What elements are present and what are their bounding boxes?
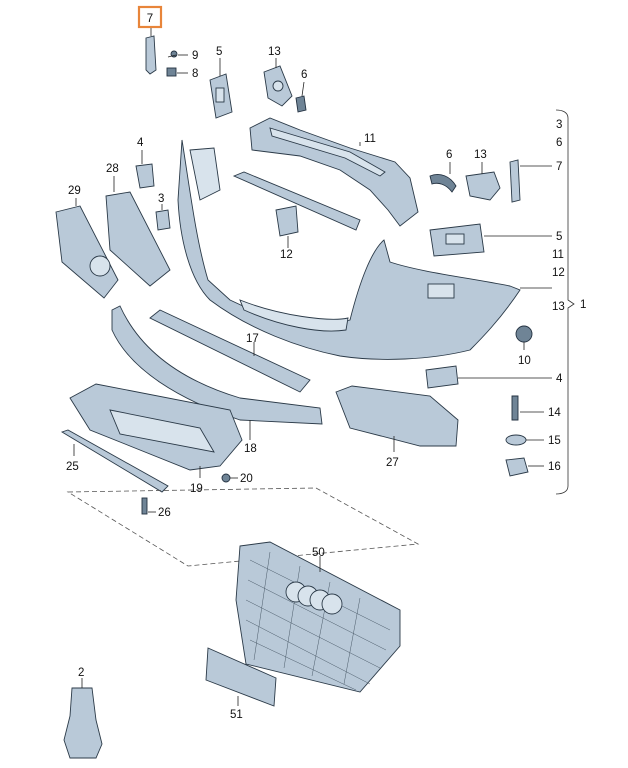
callout-1[interactable]: 1 — [580, 299, 586, 311]
part-7-bracket[interactable] — [145, 28, 157, 75]
highlight-box — [137, 5, 163, 29]
bracket-item-0[interactable]: 3 — [556, 119, 562, 131]
part-5-bracket-right[interactable] — [429, 223, 552, 257]
part-20-screw[interactable] — [221, 473, 238, 483]
part-51-plate[interactable] — [205, 647, 277, 707]
callout-18[interactable]: 18 — [244, 443, 257, 455]
part-50-grille[interactable] — [235, 541, 401, 693]
callout-5-top[interactable]: 5 — [216, 46, 222, 58]
part-6-spring-top[interactable] — [295, 81, 307, 113]
callout-25[interactable]: 25 — [66, 461, 79, 473]
bumper-cover[interactable] — [177, 139, 552, 360]
callout-13-top[interactable]: 13 — [268, 46, 281, 58]
part-3-cap-left[interactable] — [155, 204, 171, 231]
callout-6-top[interactable]: 6 — [301, 69, 307, 81]
callout-9[interactable]: 9 — [192, 50, 198, 62]
part-12-beam[interactable] — [232, 171, 361, 248]
callout-8[interactable]: 8 — [192, 68, 198, 80]
part-4-cap-right[interactable] — [425, 365, 552, 389]
right-bracket-list: 3 6 7 5 11 12 13 1 4 — [552, 109, 586, 495]
part-14-screw[interactable] — [511, 395, 544, 421]
part-2-bag[interactable] — [63, 678, 103, 759]
bracket-item-4[interactable]: 11 — [552, 249, 564, 261]
callout-7-top[interactable]: 7 — [147, 13, 153, 25]
bracket-item-1[interactable]: 6 — [556, 137, 562, 149]
callout-28[interactable]: 28 — [106, 163, 119, 175]
callout-50[interactable]: 50 — [312, 547, 325, 559]
part-4-cap-left[interactable] — [135, 150, 155, 189]
callout-16[interactable]: 16 — [548, 461, 561, 473]
callout-13-mid[interactable]: 13 — [474, 149, 487, 161]
callout-4-left[interactable]: 4 — [137, 137, 144, 149]
callout-6-mid[interactable]: 6 — [446, 149, 452, 161]
callout-12[interactable]: 12 — [280, 249, 293, 261]
part-29-grille[interactable] — [55, 198, 119, 299]
part-25-strip[interactable] — [60, 429, 169, 493]
callout-11[interactable]: 11 — [364, 133, 376, 145]
callout-17[interactable]: 17 — [246, 333, 259, 345]
callout-4-right[interactable]: 4 — [556, 373, 563, 385]
bracket-item-6[interactable]: 13 — [552, 301, 565, 313]
part-13-bracket-top[interactable] — [263, 58, 293, 107]
part-5-bracket-top[interactable] — [209, 58, 233, 119]
part-11-carrier[interactable] — [249, 117, 419, 227]
callout-20[interactable]: 20 — [240, 473, 253, 485]
bracket-item-2[interactable]: 7 — [556, 161, 562, 173]
part-10-sensor[interactable] — [515, 325, 533, 350]
part-6-spring-mid[interactable] — [429, 162, 457, 193]
part-13-bracket-mid[interactable] — [465, 162, 501, 201]
part-17-strip[interactable] — [149, 309, 311, 393]
dashed-assembly-outline — [66, 487, 420, 567]
part-8-clip[interactable] — [166, 67, 188, 77]
callout-51[interactable]: 51 — [230, 709, 243, 721]
part-28-grille[interactable] — [105, 176, 171, 287]
part-16-nut[interactable] — [505, 457, 544, 477]
callout-10[interactable]: 10 — [518, 355, 531, 367]
part-26-screw[interactable] — [141, 497, 156, 515]
bracket-item-3[interactable]: 5 — [556, 231, 562, 243]
part-19-undertray[interactable] — [69, 383, 243, 478]
bracket-item-5[interactable]: 12 — [552, 267, 565, 279]
part-7-bracket-right[interactable] — [509, 159, 552, 203]
brand-rings-emblem — [285, 581, 343, 615]
callout-15[interactable]: 15 — [548, 435, 561, 447]
callout-2[interactable]: 2 — [78, 667, 84, 679]
part-9-screw[interactable] — [167, 50, 188, 58]
callout-27[interactable]: 27 — [386, 457, 399, 469]
callout-29[interactable]: 29 — [68, 185, 81, 197]
callout-19[interactable]: 19 — [190, 483, 203, 495]
callout-26[interactable]: 26 — [158, 507, 171, 519]
part-18-spoiler[interactable] — [111, 305, 323, 440]
part-15-washer[interactable] — [505, 434, 544, 446]
callout-14[interactable]: 14 — [548, 407, 561, 419]
part-27-grille[interactable] — [335, 385, 459, 452]
callout-3-left[interactable]: 3 — [158, 193, 164, 205]
